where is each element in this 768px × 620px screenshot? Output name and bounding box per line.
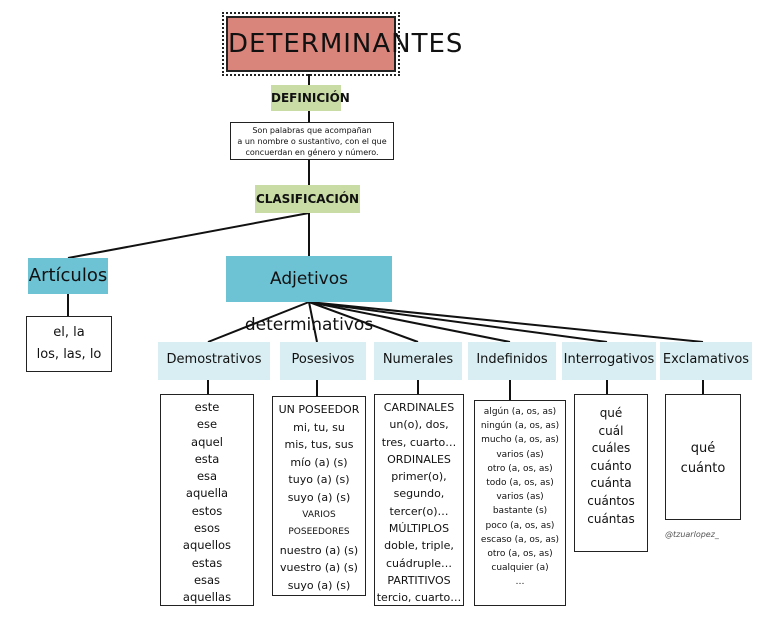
list-item: mis, tus, sus (284, 438, 354, 452)
definicion-text: Son palabras que acompañan a un nombre o… (230, 122, 394, 160)
clasificacion-label: CLASIFICACIÓN (255, 185, 360, 213)
list-item: esta (194, 451, 220, 466)
list-item: CARDINALES (383, 401, 455, 414)
definicion-line: Son palabras que acompañan (252, 126, 372, 135)
list-item: suyo (a) (s) (287, 578, 351, 592)
list-item: todo (a, os, as) (486, 478, 554, 489)
list-item: primer(o), (391, 470, 447, 484)
indefinidos-list: algún (a, os, as) ningún (a, os, as) muc… (474, 400, 566, 606)
posesivos-list: UN POSEEDOR mi, tu, su mis, tus, sus mío… (272, 396, 366, 596)
title-box: DETERMINANTES (222, 12, 462, 76)
numerales-label: Numerales (374, 342, 462, 380)
list-item: POSEEDORES (288, 527, 350, 538)
demostrativos-list: este ese aquel esta esa aquella estos es… (160, 394, 254, 606)
list-item: cuánto (680, 461, 726, 476)
list-item: aquel (191, 434, 223, 449)
list-item: MÚLTIPLOS (388, 522, 450, 536)
list-item: esa (196, 469, 218, 484)
posesivos-label: Posesivos (280, 342, 366, 380)
list-item: UN POSEEDOR (278, 403, 360, 416)
list-item: varios (as) (496, 492, 544, 503)
list-item: PARTITIVOS (387, 573, 451, 587)
list-item: los, las, lo (36, 347, 102, 362)
demostrativos-label: Demostrativos (158, 342, 270, 380)
list-item: esas (193, 572, 221, 587)
list-item: estos (191, 503, 223, 518)
list-item: escaso (a, os, as) (480, 534, 560, 545)
definicion-label: DEFINICIÓN (271, 85, 350, 111)
list-item: tres, cuarto… (381, 435, 457, 449)
list-item: aquella (185, 486, 229, 501)
list-item: … (515, 577, 525, 588)
list-item: otro (a, os, as) (487, 549, 553, 560)
list-item: cuádruple… (385, 556, 453, 570)
list-item: suyo (a) (s) (287, 490, 351, 504)
list-item: poco (a, os, as) (485, 520, 555, 531)
list-item: doble, triple, (384, 539, 454, 553)
numerales-list: CARDINALES un(o), dos, tres, cuarto… ORD… (374, 394, 464, 606)
interrogativos-label: Interrogativos (562, 342, 656, 380)
list-item: otro (a, os, as) (487, 463, 553, 474)
list-item: ORDINALES (387, 452, 451, 466)
list-item: vuestro (a) (s) (280, 561, 358, 575)
list-item: VARIOS (302, 509, 336, 520)
articulos-list: el, la los, las, lo (26, 316, 112, 372)
list-item: este (194, 400, 220, 414)
list-item: mucho (a, os, as) (481, 435, 559, 446)
list-item: cualquier (a) (491, 563, 549, 574)
articulos-label: Artículos (28, 258, 108, 294)
list-item: cuántos (587, 493, 635, 508)
author-signature: @tzuarlopez_ (665, 530, 719, 539)
list-item: segundo, (393, 487, 445, 501)
list-item: qué (690, 441, 716, 456)
indefinidos-label: Indefinidos (468, 342, 556, 380)
list-item: ese (196, 417, 218, 432)
definicion-line: concuerdan en género y número. (245, 148, 379, 157)
list-item: nuestro (a) (s) (279, 543, 359, 557)
list-item: tercer(o)… (389, 504, 449, 518)
list-item: cuáles (591, 441, 631, 456)
list-item: algún (a, os, as) (483, 407, 557, 417)
list-item: cuánto (590, 458, 632, 473)
interrogativos-list: qué cuál cuáles cuánto cuánta cuántos cu… (574, 394, 648, 552)
list-item: esos (193, 521, 221, 536)
definicion-line: a un nombre o sustantivo, con el que (237, 137, 387, 146)
adjetivos-label: Adjetivos determinativos (226, 256, 392, 335)
list-item: aquellas (182, 590, 232, 605)
list-item: varios (as) (496, 449, 544, 460)
list-item: estas (191, 555, 223, 570)
exclamativos-list: qué cuánto (665, 394, 741, 520)
list-item: un(o), dos, (389, 418, 449, 432)
list-item: tuyo (a) (s) (288, 473, 350, 487)
list-item: bastante (s) (492, 506, 548, 517)
exclamativos-label: Exclamativos (660, 342, 752, 380)
list-item: mío (a) (s) (290, 455, 348, 469)
list-item: qué (599, 406, 623, 420)
list-item: tercio, cuarto… (376, 591, 462, 605)
list-item: el, la (53, 325, 85, 340)
list-item: aquellos (182, 538, 232, 553)
list-item: cuánta (590, 476, 632, 491)
list-item: cuál (598, 423, 624, 438)
list-item: ningún (a, os, as) (480, 421, 560, 432)
list-item: mi, tu, su (293, 420, 345, 434)
list-item: cuántas (587, 511, 635, 526)
